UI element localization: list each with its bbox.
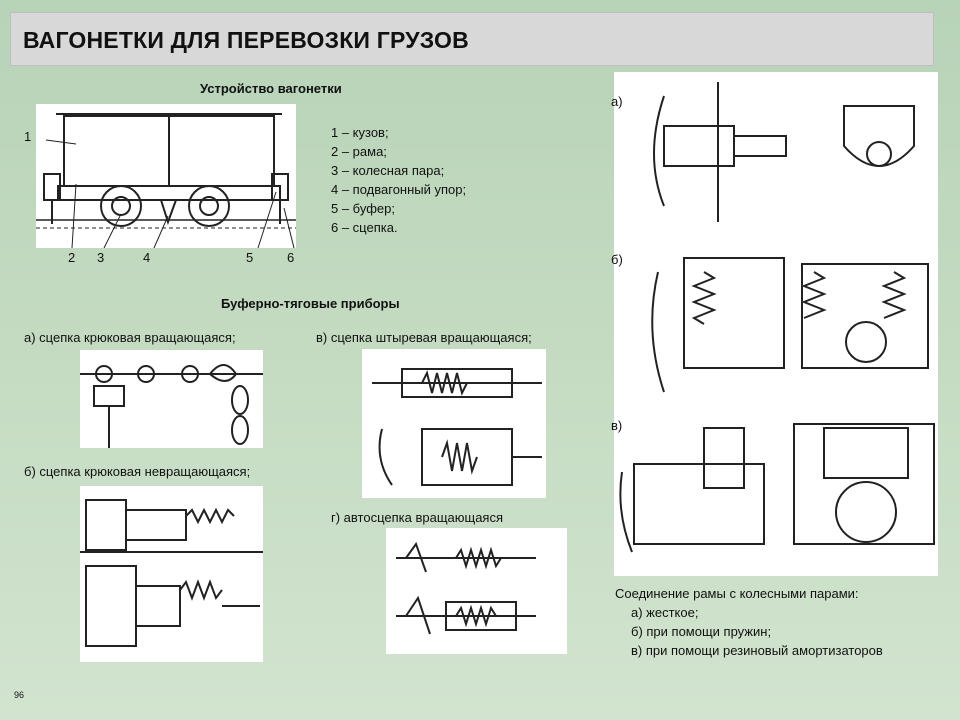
- wagon-drawing: [36, 104, 296, 248]
- caption-hook-fixed: б) сцепка крюковая невращающаяся;: [24, 464, 251, 479]
- hook-rotating-drawing: [80, 350, 263, 448]
- joint-item: в) при помощи резиновый амортизаторов: [631, 643, 883, 658]
- hook-fixed-drawing: [80, 486, 263, 662]
- page-title: ВАГОНЕТКИ ДЛЯ ПЕРЕВОЗКИ ГРУЗОВ: [23, 27, 469, 53]
- caption-auto-coupler: г) автосцепка вращающаяся: [331, 510, 504, 525]
- auto-coupler-drawing: [386, 528, 567, 654]
- legend-item: 2 – рама;: [331, 144, 387, 159]
- callout-3: 3: [97, 250, 105, 265]
- joints-drawing: [614, 72, 938, 576]
- legend-item: 1 – кузов;: [331, 125, 389, 140]
- page-number: 96: [14, 690, 25, 700]
- legend-item: 6 – сцепка.: [331, 220, 398, 235]
- joint-item: б) при помощи пружин;: [631, 624, 772, 639]
- caption-hook-rotating: а) сцепка крюковая вращающаяся;: [24, 330, 236, 345]
- joints-text: Соединение рамы с колесными парами: а) ж…: [615, 584, 883, 660]
- callout-1: 1: [24, 129, 32, 144]
- callout-4: 4: [143, 250, 151, 265]
- legend-item: 5 – буфер;: [331, 201, 395, 216]
- callout-5: 5: [246, 250, 254, 265]
- joint-item: а) жесткое;: [631, 605, 699, 620]
- title-bar: ВАГОНЕТКИ ДЛЯ ПЕРЕВОЗКИ ГРУЗОВ: [10, 12, 934, 66]
- buffer-heading: Буферно-тяговые приборы: [221, 296, 400, 311]
- callout-6: 6: [287, 250, 295, 265]
- joints-heading: Соединение рамы с колесными парами:: [615, 586, 859, 601]
- joint-label-a: а): [611, 94, 623, 109]
- joint-label-v: в): [611, 418, 623, 433]
- joint-label-b: б): [611, 252, 623, 267]
- caption-pin-rotating: в) сцепка штыревая вращающаяся;: [316, 330, 532, 345]
- legend-item: 3 – колесная пара;: [331, 163, 445, 178]
- callout-2: 2: [68, 250, 76, 265]
- pin-rotating-drawing: [362, 349, 546, 498]
- device-heading: Устройство вагонетки: [200, 81, 342, 96]
- legend-item: 4 – подвагонный упор;: [331, 182, 467, 197]
- device-legend: 1 – кузов; 2 – рама; 3 – колесная пара; …: [331, 123, 466, 237]
